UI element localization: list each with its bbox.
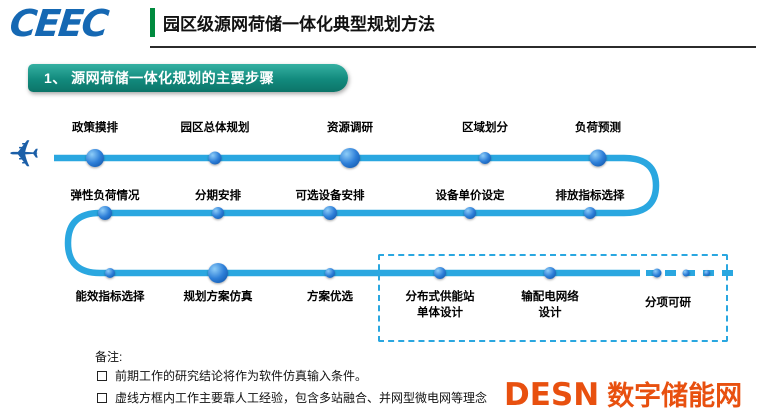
- step-dot: [704, 270, 710, 276]
- step-label: 可选设备安排: [295, 190, 365, 202]
- desn-logo-text: DESN: [504, 377, 600, 413]
- step-dot: [340, 148, 360, 168]
- manual-work-dashed-box: [378, 254, 728, 342]
- step-dot: [212, 207, 224, 219]
- step-label: 弹性负荷情况: [70, 190, 140, 202]
- square-bullet-icon: [97, 392, 107, 403]
- step-dot: [652, 268, 662, 278]
- step-dot: [589, 149, 607, 167]
- step-label: 政策摸排: [72, 122, 118, 134]
- step-dot: [434, 267, 446, 279]
- page-title: 园区级源网荷储一体化典型规划方法: [163, 15, 435, 34]
- step-dot: [325, 268, 335, 278]
- step-label: 设备单价设定: [435, 190, 505, 202]
- notes-title: 备注:: [95, 350, 123, 364]
- step-dot: [323, 206, 337, 220]
- step-label: 分期安排: [195, 190, 241, 202]
- step-dot: [86, 149, 104, 167]
- airplane-icon: ✈: [8, 134, 40, 176]
- desn-logo-chinese: 数字储能网: [607, 381, 743, 411]
- step-label: 资源调研: [327, 122, 373, 134]
- step-label: 分项可研: [645, 297, 691, 309]
- step-dot: [479, 152, 491, 164]
- header-divider: [150, 46, 756, 48]
- note-text: 前期工作的研究结论将作为软件仿真输入条件。: [115, 369, 368, 383]
- step-label: 输配电网络 设计: [521, 291, 579, 319]
- step-label: 区域划分: [462, 122, 508, 134]
- step-label: 排放指标选择: [555, 190, 625, 202]
- step-dot: [208, 151, 222, 165]
- step-label: 负荷预测: [575, 122, 621, 134]
- step-dot: [208, 263, 228, 283]
- step-dot: [584, 207, 596, 219]
- ceec-logo: CEEC: [7, 2, 110, 45]
- note-text: 虚线方框内工作主要靠人工经验，包含多站融合、并网型微电网等理念: [115, 391, 488, 405]
- step-label: 能效指标选择: [75, 291, 145, 303]
- step-label: 分布式供能站 单体设计: [405, 291, 475, 319]
- section-banner-label: 1、 源网荷储一体化规划的主要步骤: [44, 70, 275, 86]
- step-dot: [105, 268, 115, 278]
- step-label: 方案优选: [307, 291, 353, 303]
- note-item: 前期工作的研究结论将作为软件仿真输入条件。: [97, 367, 367, 384]
- square-bullet-icon: [97, 370, 107, 381]
- note-item: 虚线方框内工作主要靠人工经验，包含多站融合、并网型微电网等理念: [97, 389, 487, 406]
- step-label: 规划方案仿真: [183, 291, 253, 303]
- title-accent-bar: [150, 8, 155, 37]
- step-label: 园区总体规划: [180, 122, 250, 134]
- step-dot: [544, 267, 556, 279]
- step-dot: [98, 206, 112, 220]
- step-dot: [682, 269, 690, 277]
- section-banner: 1、 源网荷储一体化规划的主要步骤: [28, 64, 348, 92]
- desn-watermark-logo: DESN 数字储能网: [500, 372, 747, 415]
- step-dot: [464, 207, 476, 219]
